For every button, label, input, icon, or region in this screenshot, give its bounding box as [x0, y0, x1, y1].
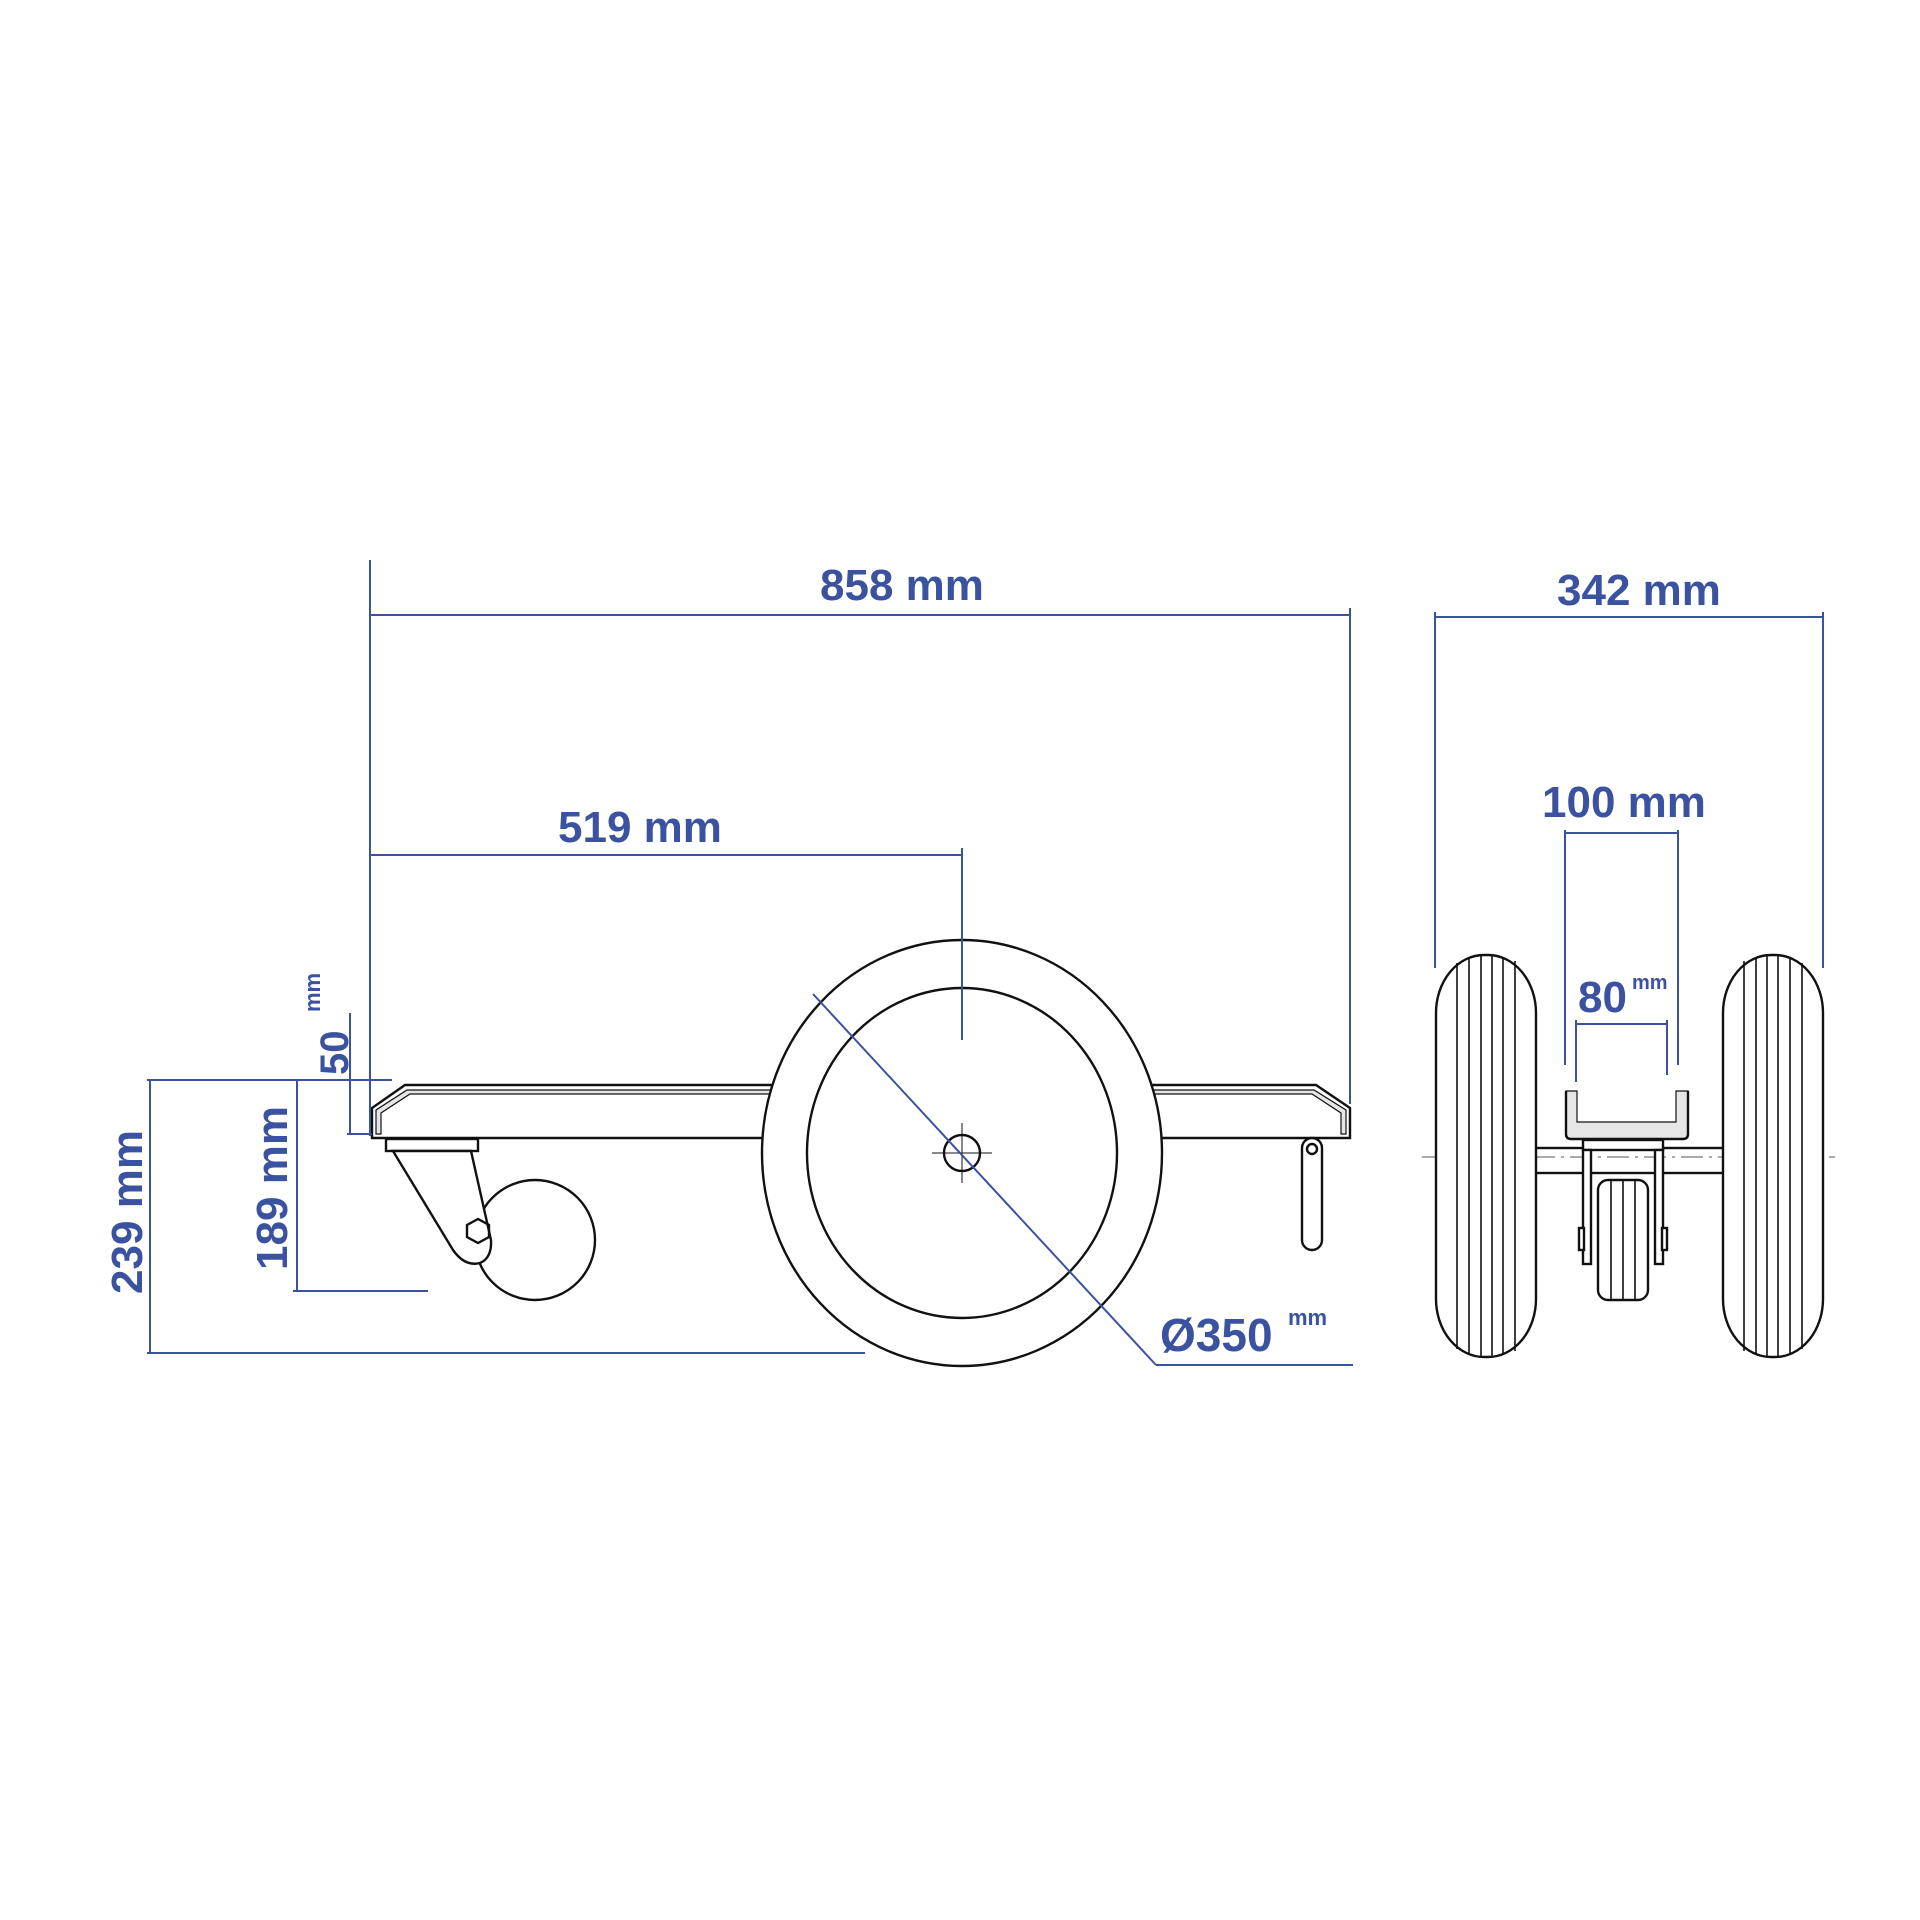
axle: [1532, 1146, 1726, 1175]
left-tire: [1434, 953, 1538, 1359]
dim-80-unit: mm: [1632, 972, 1668, 994]
caster-wheel: [384, 1137, 597, 1302]
dim-channel-inner-width: 80 mm: [1575, 972, 1668, 1082]
front-caster: [1577, 1138, 1669, 1302]
dim-overall-length: 858 mm: [369, 560, 1351, 1136]
dim-519-label: 519 mm: [558, 803, 722, 852]
dim-80-label: 80: [1578, 973, 1627, 1022]
dim-858-label: 858 mm: [820, 561, 984, 610]
stand-leg: [1300, 1136, 1324, 1252]
dim-50-label: 50: [313, 1031, 357, 1076]
dim-wheel-diameter: Ø350 mm: [812, 993, 1353, 1366]
dim-axle-position: 519 mm: [370, 803, 963, 1040]
dim-caster-height: 189 mm: [248, 1080, 428, 1292]
dim-100-label: 100 mm: [1542, 778, 1706, 827]
right-tire: [1721, 953, 1825, 1359]
dim-189-label: 189 mm: [248, 1106, 297, 1270]
dim-239-label: 239 mm: [103, 1130, 152, 1294]
dim-342-label: 342 mm: [1557, 566, 1721, 615]
dim-channel-outer-width: 100 mm: [1542, 778, 1706, 1065]
dim-350-label: Ø350: [1160, 1309, 1273, 1361]
dim-350-unit: mm: [1288, 1305, 1327, 1330]
dim-overall-height: 239 mm: [103, 1079, 865, 1354]
dim-platform-height: 50 mm: [300, 973, 372, 1135]
u-channel: [1564, 1090, 1690, 1141]
dim-overall-width: 342 mm: [1434, 566, 1824, 968]
side-view: 858 mm 519 mm 50 mm 189 mm 239 mm: [103, 560, 1353, 1368]
hex-bolt-icon: [465, 1217, 491, 1245]
dim-50-unit: mm: [300, 973, 325, 1012]
front-view: 342 mm 100 mm 80 mm: [1422, 566, 1835, 1359]
